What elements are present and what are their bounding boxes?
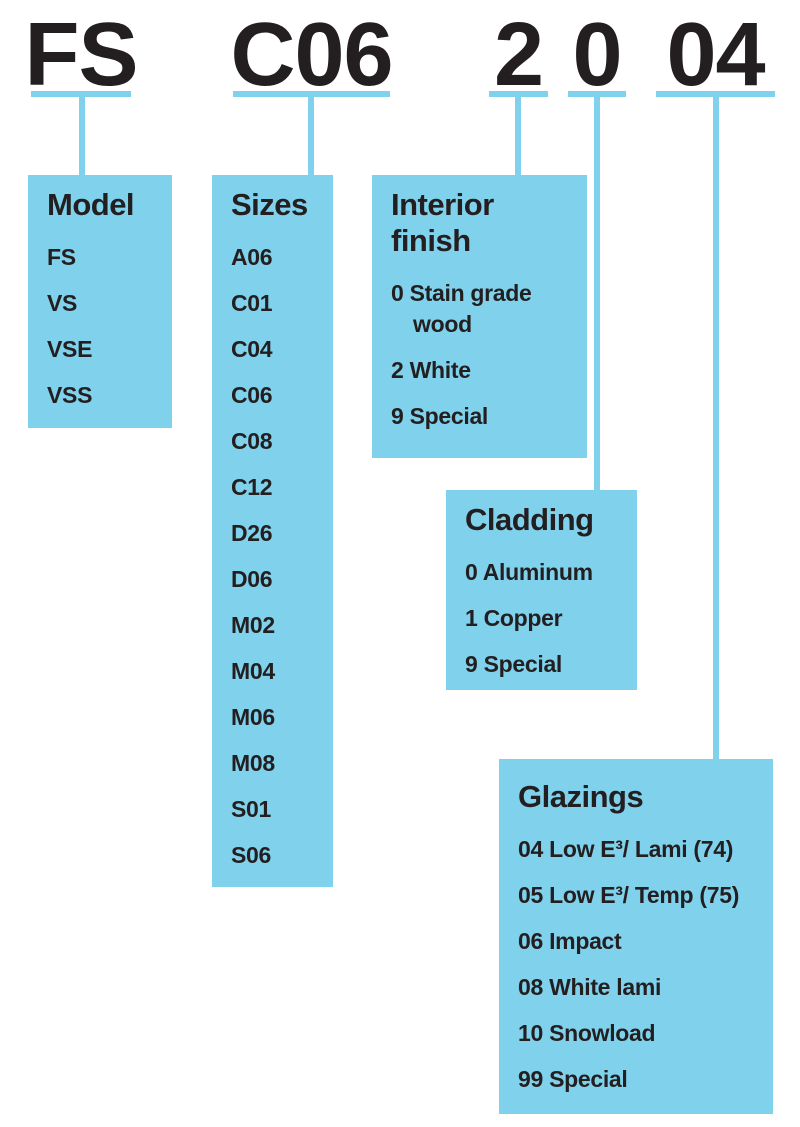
list-item: VS (47, 290, 78, 316)
legend-box-interior-finish-title: Interior finish (391, 187, 494, 258)
legend-box-cladding-items: 0 Aluminum 1 Copper 9 Special (465, 557, 629, 680)
connector-interior-finish (515, 97, 521, 175)
legend-box-glazings-title: Glazings (518, 779, 644, 814)
list-item: C12 (231, 474, 273, 500)
code-segment-sizes-text: C06 (230, 5, 393, 106)
connector-model (79, 97, 85, 175)
list-item: C08 (231, 428, 273, 454)
list-item: 9 Special (391, 403, 489, 429)
legend-box-interior-finish-items: 0 Stain grade wood 2 White 9 Special (391, 278, 579, 432)
list-item: 04 Low E³/ Lami (74) (518, 836, 734, 862)
underline-cladding (568, 91, 626, 97)
code-segment-interior-finish-text: 2 (493, 5, 544, 106)
code-segment-glazings-text: 04 (666, 5, 765, 106)
connector-sizes (308, 97, 314, 175)
list-item: M02 (231, 612, 275, 638)
list-item: FS (47, 244, 76, 270)
list-item: S01 (231, 796, 272, 822)
legend-box-model-title: Model (47, 187, 135, 222)
underline-model (31, 91, 131, 97)
list-item: S06 (231, 842, 272, 868)
list-item: C01 (231, 290, 273, 316)
list-item: 1 Copper (465, 605, 563, 631)
legend-box-glazings: Glazings 04 Low E³/ Lami (74) 05 Low E³/ … (499, 759, 773, 1114)
legend-box-glazings-items: 04 Low E³/ Lami (74) 05 Low E³/ Temp (75)… (518, 834, 769, 1095)
list-item: A06 (231, 244, 273, 270)
code-segment-interior-finish: 2 (489, 0, 548, 106)
list-item: 08 White lami (518, 974, 662, 1000)
list-item: D26 (231, 520, 273, 546)
code-segment-model-text: FS (24, 5, 139, 106)
list-item: VSE (47, 336, 93, 362)
code-segment-sizes: C06 (230, 0, 393, 106)
list-item: 9 Special (465, 651, 563, 677)
code-segment-glazings: 04 (656, 0, 775, 106)
list-item: 06 Impact (518, 928, 622, 954)
connector-cladding (594, 97, 600, 490)
legend-box-model-items: FS VS VSE VSS (47, 242, 164, 411)
legend-box-interior-finish: Interior finish 0 Stain grade wood 2 Whit… (372, 175, 587, 458)
underline-glazings (656, 91, 775, 97)
code-segment-cladding-text: 0 (572, 5, 622, 106)
code-segment-cladding: 0 (568, 0, 626, 106)
code-segment-model: FS (25, 0, 139, 100)
list-item: 0 Stain grade wood (391, 280, 532, 337)
list-item: C04 (231, 336, 273, 362)
list-item: C06 (231, 382, 273, 408)
connector-glazings (713, 97, 719, 759)
list-item: 0 Aluminum (465, 559, 593, 585)
legend-box-model: Model FS VS VSE VSS (28, 175, 172, 428)
underline-interior-finish (489, 91, 548, 97)
list-item: M04 (231, 658, 275, 684)
list-item: VSS (47, 382, 93, 408)
list-item: D06 (231, 566, 273, 592)
list-item: 2 White (391, 357, 471, 383)
list-item: M06 (231, 704, 275, 730)
legend-box-sizes-title: Sizes (231, 187, 308, 222)
list-item: 05 Low E³/ Temp (75) (518, 882, 740, 908)
list-item: 10 Snowload (518, 1020, 656, 1046)
list-item: M08 (231, 750, 275, 776)
legend-box-cladding-title: Cladding (465, 502, 594, 537)
underline-sizes (233, 91, 390, 97)
legend-box-cladding: Cladding 0 Aluminum 1 Copper 9 Special (446, 490, 637, 690)
list-item: 99 Special (518, 1066, 628, 1092)
